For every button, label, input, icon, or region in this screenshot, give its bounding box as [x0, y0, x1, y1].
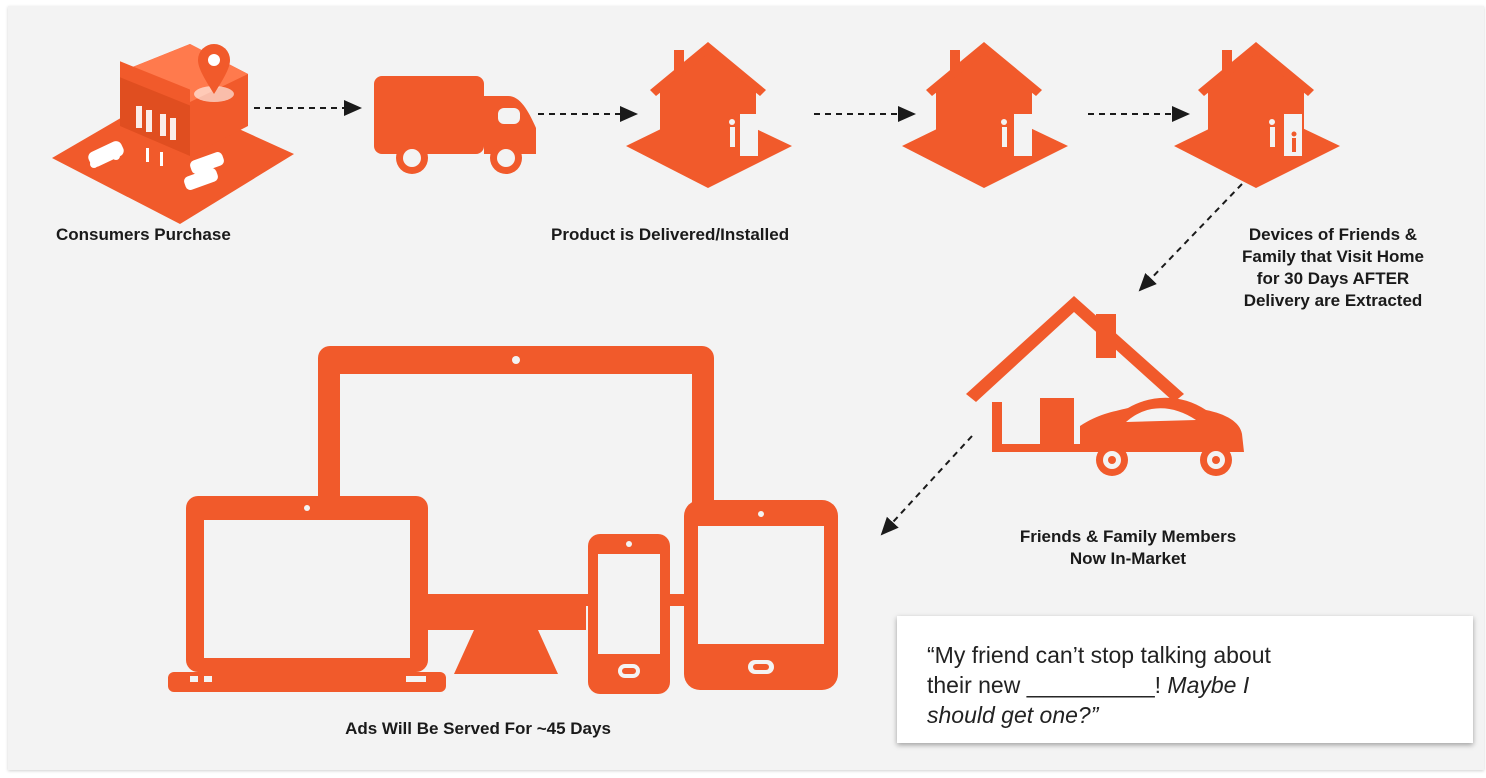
- quote-italic: should get one?”: [927, 702, 1099, 728]
- truck-icon: [374, 76, 536, 174]
- label-visitors-line: Devices of Friends &: [1248, 225, 1418, 244]
- label-in-market: Friends & Family Members Now In-Market: [968, 526, 1288, 570]
- flow-arrows: [254, 100, 1243, 536]
- arrow-to-house-car: [1138, 183, 1243, 292]
- label-product-delivered: Product is Delivered/Installed: [551, 225, 790, 244]
- label-in-market-line: Friends & Family Members: [1019, 527, 1237, 546]
- diagram-art: [52, 42, 1340, 694]
- quote-italic: Maybe I: [1167, 672, 1250, 698]
- label-consumers-purchase: Consumers Purchase: [56, 225, 231, 244]
- quote-line: “My friend can’t stop talking about: [927, 642, 1271, 668]
- label-visitors-line: for 30 Days AFTER: [1256, 269, 1410, 288]
- quote-box: “My friend can’t stop talking about thei…: [897, 616, 1473, 743]
- house-icon: [1174, 42, 1340, 188]
- quote-line: their new __________! Maybe I: [927, 670, 1443, 700]
- house-icon: [902, 42, 1068, 188]
- house-car-icon: [966, 296, 1244, 476]
- arrow-to-devices: [880, 435, 973, 536]
- devices-icon: [168, 346, 838, 694]
- label-visitors-extracted: Devices of Friends & Family that Visit H…: [1188, 224, 1478, 312]
- label-in-market-line: Now In-Market: [1069, 549, 1187, 568]
- diagram-canvas: Consumers Purchase Product is Delivered/…: [8, 6, 1484, 770]
- label-visitors-line: Family that Visit Home: [1241, 247, 1424, 266]
- store-icon: [52, 44, 294, 224]
- label-ads-served: Ads Will Be Served For ~45 Days: [345, 719, 611, 738]
- quote-plain: their new __________!: [927, 672, 1168, 698]
- house-icon: [626, 42, 792, 188]
- label-visitors-line: Delivery are Extracted: [1243, 291, 1423, 310]
- quote-line: should get one?”: [927, 700, 1443, 730]
